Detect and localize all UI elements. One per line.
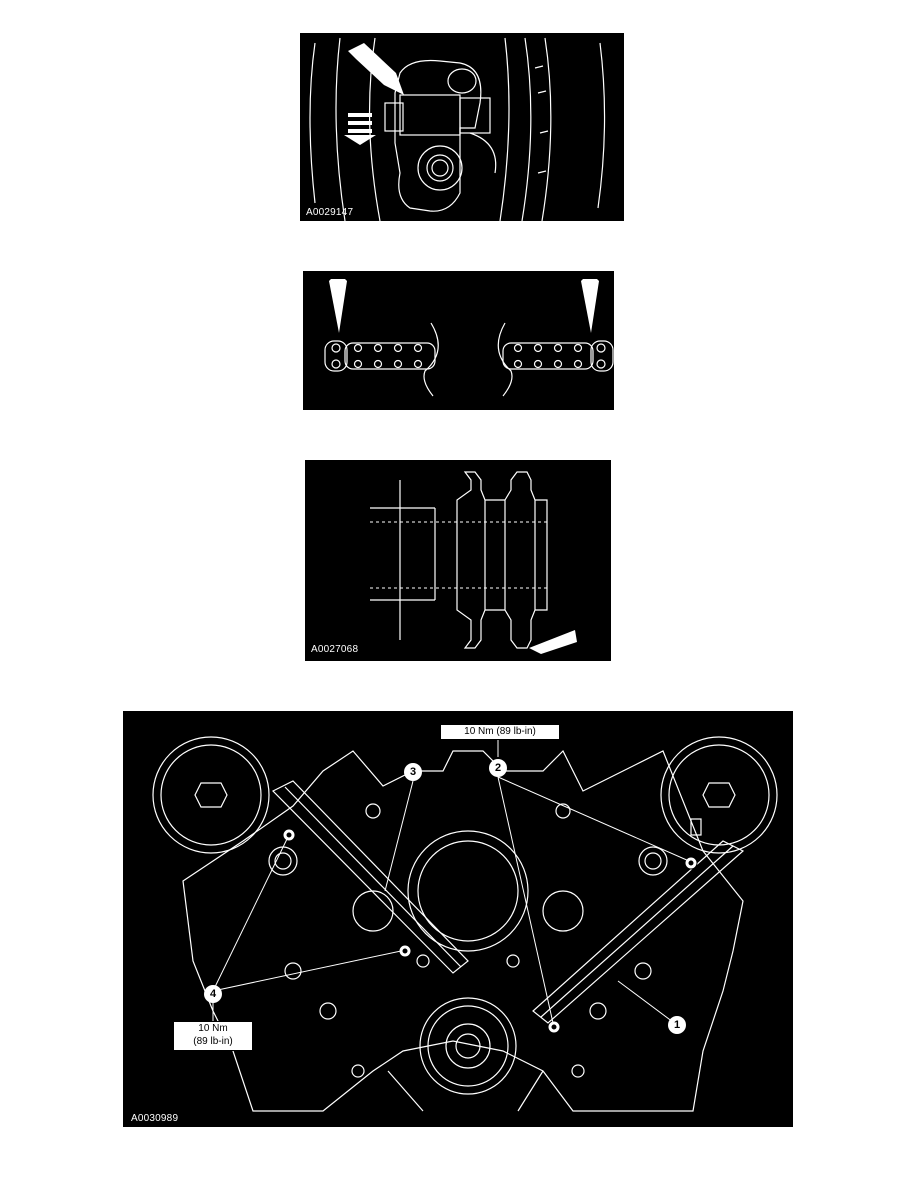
figure-timing-guides: 10 Nm (89 lb-in) 10 Nm (89 lb-in) 1 2 3 … [123,711,793,1127]
sprocket-illustration [370,471,577,654]
arrow-icon [529,630,577,654]
figure-id: A0029147 [306,207,354,218]
figure-id: A0030989 [131,1113,179,1124]
figure-chain-links [303,271,614,410]
callout-1: 1 [668,1016,686,1034]
down-arrow-icon [329,279,347,333]
torque-spec-left-line2: (89 lb-in) [193,1036,233,1047]
callout-3: 3 [404,763,422,781]
chain-illustration [324,279,614,397]
callout-4: 4 [204,985,222,1003]
figure-tensioner: A0029147 [300,33,624,221]
tensioner-illustration [309,37,606,221]
torque-spec-left-line1: 10 Nm [198,1023,228,1034]
torque-spec-top: 10 Nm (89 lb-in) [440,724,560,740]
down-arrow-icon [581,279,599,333]
figure-id: A0027068 [311,644,359,655]
engine-front-illustration [152,736,778,1112]
callout-2: 2 [489,759,507,777]
torque-spec-left: 10 Nm (89 lb-in) [173,1021,253,1051]
figure-crank-sprocket: A0027068 [305,460,611,661]
push-down-arrow-icon [344,113,376,145]
arrow-icon [348,43,404,95]
